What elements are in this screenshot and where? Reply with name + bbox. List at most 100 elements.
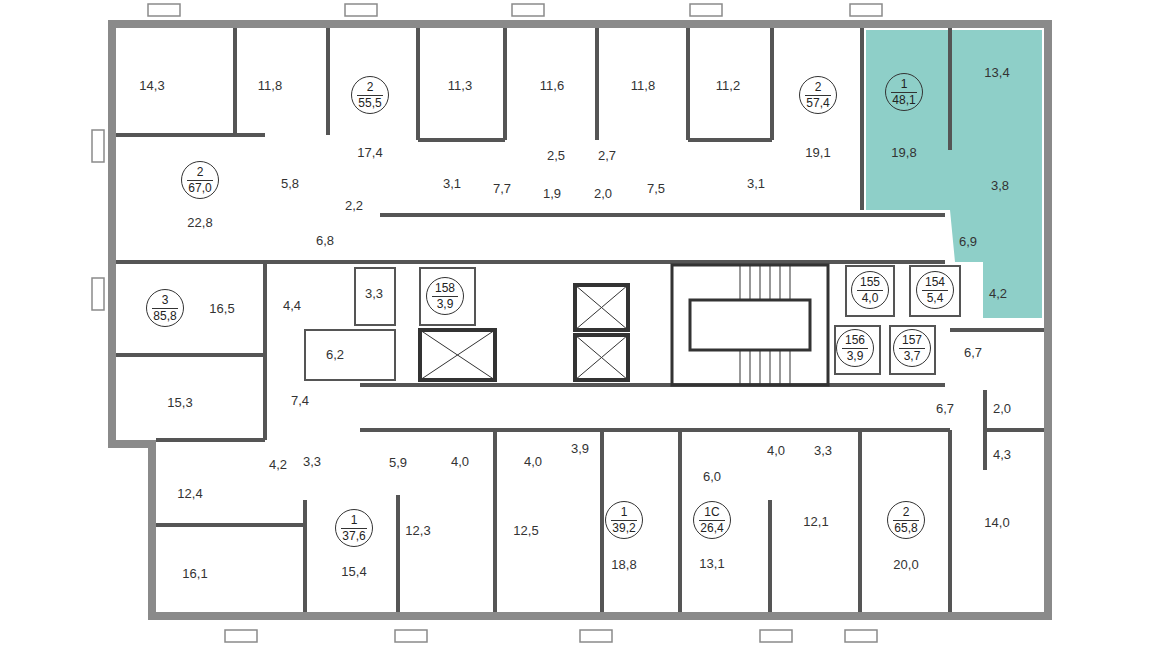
callout-divider	[187, 180, 212, 181]
room-area: 12,3	[405, 524, 430, 537]
callout-area: 37,6	[342, 530, 365, 543]
room-area: 11,8	[631, 79, 655, 92]
apartment-callout: 267,0	[181, 161, 219, 199]
room-area: 14,3	[139, 79, 164, 92]
room-area: 16,1	[182, 567, 207, 580]
room-area: 4,4	[283, 299, 301, 312]
callout-area: 3,9	[847, 350, 864, 363]
room-area: 4,2	[269, 458, 287, 471]
room-area: 2,2	[345, 199, 363, 212]
room-area: 4,0	[451, 455, 469, 468]
callout-divider	[899, 348, 924, 349]
callout-number: 2	[815, 81, 822, 94]
callout-divider	[699, 520, 724, 521]
room-area: 15,3	[167, 396, 192, 409]
room-area: 19,1	[805, 146, 830, 159]
apartment-callout: 1563,9	[836, 329, 874, 367]
callout-area: 4,0	[862, 292, 879, 305]
room-area: 7,5	[647, 182, 665, 195]
callout-divider	[357, 95, 382, 96]
callout-area: 48,1	[892, 94, 915, 107]
room-area: 18,8	[611, 558, 636, 571]
callout-number: 157	[902, 334, 922, 347]
room-area: 3,9	[571, 442, 589, 455]
room-area: 19,8	[891, 146, 916, 159]
room-area: 15,4	[341, 565, 366, 578]
room-area: 5,9	[389, 456, 407, 469]
callout-area: 65,8	[894, 522, 917, 535]
room-area: 7,4	[291, 394, 309, 407]
room-area: 20,0	[893, 558, 918, 571]
room-area: 22,8	[187, 216, 212, 229]
callout-number: 2	[367, 81, 374, 94]
room-area: 11,2	[716, 79, 740, 92]
room-area: 11,8	[258, 79, 282, 92]
room-area: 4,2	[989, 287, 1007, 300]
room-area: 4,0	[524, 455, 542, 468]
callout-area: 3,9	[437, 298, 454, 311]
callout-area: 39,2	[612, 522, 635, 535]
callout-area: 67,0	[188, 182, 211, 195]
callout-number: 2	[197, 166, 204, 179]
callout-divider	[611, 520, 636, 521]
room-area: 3,8	[991, 179, 1009, 192]
room-area: 1,9	[543, 187, 561, 200]
room-area: 16,5	[209, 302, 234, 315]
callout-number: 1	[901, 78, 908, 91]
outer-wall	[112, 24, 1048, 616]
callout-number: 158	[435, 282, 455, 295]
apartment-callout: 1554,0	[851, 271, 889, 309]
room-area: 7,7	[493, 182, 511, 195]
room-area: 4,0	[767, 444, 785, 457]
room-area: 6,9	[959, 235, 977, 248]
room-area: 12,1	[803, 515, 828, 528]
windows	[92, 4, 882, 642]
room-area: 6,0	[703, 470, 721, 483]
apartment-callout: 1573,7	[893, 329, 931, 367]
room-area: 3,3	[365, 287, 383, 300]
callout-divider	[842, 348, 867, 349]
room-area: 6,8	[316, 234, 334, 247]
highlighted-apartment	[866, 30, 1042, 318]
callout-area: 26,4	[700, 522, 723, 535]
callout-number: 1С	[704, 506, 719, 519]
room-area: 4,3	[993, 448, 1011, 461]
callout-number: 1	[351, 514, 358, 527]
callout-number: 156	[845, 334, 865, 347]
room-area: 2,5	[547, 149, 565, 162]
apartment-callout: 255,5	[351, 76, 389, 114]
callout-divider	[891, 92, 916, 93]
callout-divider	[341, 528, 366, 529]
room-area: 11,6	[540, 79, 564, 92]
room-area: 3,1	[747, 177, 765, 190]
room-area: 5,8	[281, 177, 299, 190]
callout-number: 3	[162, 294, 169, 307]
apartment-callout: 265,8	[887, 501, 925, 539]
callout-area: 57,4	[806, 97, 829, 110]
callout-number: 154	[925, 276, 945, 289]
callout-divider	[857, 290, 882, 291]
callout-divider	[922, 290, 947, 291]
callout-divider	[805, 95, 830, 96]
room-area: 3,3	[814, 444, 832, 457]
room-area: 17,4	[357, 146, 382, 159]
apartment-callout: 148,1	[885, 73, 923, 111]
callout-area: 3,7	[904, 350, 921, 363]
apartment-callout: 139,2	[605, 501, 643, 539]
callout-number: 155	[860, 276, 880, 289]
room-area: 12,5	[513, 524, 538, 537]
room-area: 11,3	[448, 79, 472, 92]
room-area: 3,1	[443, 177, 461, 190]
callout-area: 85,8	[153, 310, 176, 323]
room-area: 14,0	[984, 516, 1009, 529]
apartment-callout: 385,8	[146, 289, 184, 327]
apartment-callout: 137,6	[335, 509, 373, 547]
callout-area: 55,5	[358, 97, 381, 110]
interior-walls	[116, 28, 1044, 612]
callout-area: 5,4	[927, 292, 944, 305]
room-area: 6,7	[936, 402, 954, 415]
room-area: 6,7	[964, 346, 982, 359]
callout-number: 2	[903, 506, 910, 519]
